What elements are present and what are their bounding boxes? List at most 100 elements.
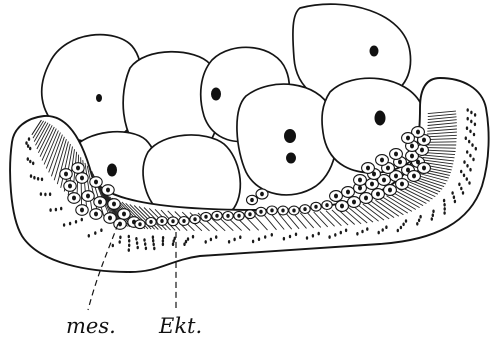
ectoderm-nucleus — [443, 199, 445, 203]
mesoderm-cell-nucleus — [422, 166, 426, 171]
ectoderm-nucleus — [63, 223, 65, 227]
mesoderm-cell-nucleus — [118, 222, 122, 227]
ectoderm-nucleus — [463, 174, 465, 178]
ectoderm-nucleus — [469, 154, 471, 158]
mesoderm-cell-nucleus — [412, 174, 416, 179]
ectoderm-nucleus — [128, 244, 130, 248]
mesoderm-cell-nucleus — [98, 200, 102, 205]
ectoderm-nucleus — [460, 187, 462, 191]
mesoderm-cell-nucleus — [358, 186, 362, 191]
mesoderm-cell-nucleus — [138, 222, 141, 226]
ectoderm-nucleus — [172, 242, 174, 246]
mesoderm-cell-nucleus — [237, 214, 240, 218]
mesoderm-cell-nucleus — [64, 172, 68, 177]
ectoderm-nucleus — [187, 237, 189, 241]
mesoderm-cell-nucleus — [406, 136, 410, 141]
ectoderm-nucleus — [462, 191, 464, 195]
ectoderm-nucleus — [345, 229, 347, 233]
ectoderm-nucleus — [472, 158, 474, 162]
yolk-nucleus — [211, 88, 221, 101]
mesoderm-cell-nucleus — [292, 209, 295, 213]
mesoderm-cell-nucleus — [398, 160, 402, 165]
mesoderm-cell-nucleus — [112, 202, 116, 207]
yolk-nucleus — [96, 94, 102, 102]
ectoderm-nucleus — [460, 170, 462, 174]
mesoderm-label: mes. — [66, 314, 116, 338]
ectoderm-nucleus — [252, 240, 254, 244]
mesoderm-cell-nucleus — [400, 182, 404, 187]
mesoderm-cell-nucleus — [94, 212, 98, 217]
mesoderm-cell-nucleus — [270, 208, 273, 212]
mesoderm-cell-nucleus — [76, 166, 80, 171]
yolk-nucleus — [375, 111, 386, 126]
ectoderm-nucleus — [37, 177, 39, 181]
mesoderm-cell-nucleus — [420, 148, 424, 153]
ectoderm-nucleus — [136, 241, 138, 245]
ectoderm-nucleus — [382, 228, 384, 232]
ectoderm-nucleus — [340, 231, 342, 235]
ectoderm-nucleus — [466, 177, 468, 181]
ectoderm-nucleus — [466, 150, 468, 154]
mesoderm-cell-nucleus — [358, 178, 362, 183]
ectoderm-nucleus — [366, 227, 368, 231]
ectoderm-nucleus — [94, 231, 96, 235]
ectoderm-nucleus — [49, 208, 51, 212]
ectoderm-nucleus — [443, 211, 445, 215]
ectoderm-nucleus — [29, 147, 31, 151]
ectoderm-nucleus — [405, 219, 407, 223]
mesoderm-cell-nucleus — [352, 200, 356, 205]
mesoderm-cell-nucleus — [94, 180, 98, 185]
ectoderm-nucleus — [128, 235, 130, 239]
ectoderm-nucleus — [453, 195, 455, 199]
ectoderm-nucleus — [289, 235, 291, 239]
mesoderm-cell-nucleus — [193, 217, 196, 221]
ectoderm-nucleus — [162, 239, 164, 243]
ectoderm-nucleus — [467, 117, 469, 121]
ectoderm-nucleus — [469, 168, 471, 172]
ectoderm-nucleus — [55, 208, 57, 212]
mesoderm-cell-nucleus — [388, 188, 392, 193]
yolk-nucleus — [284, 129, 296, 143]
ectoderm-nucleus — [418, 219, 420, 223]
ectoderm-nucleus — [295, 233, 297, 237]
ectoderm-nucleus — [328, 235, 330, 239]
mesoderm-cell-nucleus — [370, 182, 374, 187]
mesoderm-cell-nucleus — [248, 212, 251, 216]
ectoderm-nucleus — [41, 178, 43, 182]
ectoderm-nucleus — [475, 147, 477, 151]
ectoderm-nucleus — [271, 233, 273, 237]
ectoderm-nucleus — [451, 191, 453, 195]
ectoderm-nucleus — [143, 238, 145, 242]
ectoderm-nucleus — [119, 240, 121, 244]
ectoderm-nucleus — [397, 229, 399, 233]
ectoderm-nucleus — [152, 235, 154, 239]
mesoderm-cell-nucleus — [394, 152, 398, 157]
mesoderm-cell-nucleus — [108, 216, 112, 221]
ectoderm-nucleus — [470, 111, 472, 115]
ectoderm-nucleus — [205, 240, 207, 244]
ectoderm-stria — [425, 148, 456, 149]
mesoderm-cell-nucleus — [325, 203, 328, 207]
ectoderm-nucleus — [334, 233, 336, 237]
mesoderm-cell-nucleus — [380, 158, 384, 163]
ectoderm-nucleus — [361, 230, 363, 234]
ectoderm-nucleus — [264, 235, 266, 239]
mesoderm-cell-nucleus — [386, 166, 390, 171]
ectoderm-nucleus — [192, 235, 194, 239]
ectoderm-nucleus — [69, 222, 71, 226]
mesoderm-cell-nucleus — [303, 207, 306, 211]
mesoderm-cell-nucleus — [226, 214, 229, 218]
mesoderm-cell-nucleus — [394, 174, 398, 179]
ectoderm-nucleus — [465, 136, 467, 140]
ectoderm-nucleus — [27, 144, 29, 148]
ectoderm-nucleus — [467, 108, 469, 112]
ectoderm-nucleus — [233, 238, 235, 242]
ectoderm-nucleus — [128, 239, 130, 243]
mesoderm-cell-nucleus — [416, 130, 420, 135]
mesoderm-cell-nucleus — [410, 154, 414, 159]
ectoderm-nucleus — [239, 235, 241, 239]
ectoderm-nucleus — [466, 164, 468, 168]
mesoderm-cell-nucleus — [410, 144, 414, 149]
ectoderm-nucleus — [119, 236, 121, 240]
ectoderm-nucleus — [474, 123, 476, 127]
